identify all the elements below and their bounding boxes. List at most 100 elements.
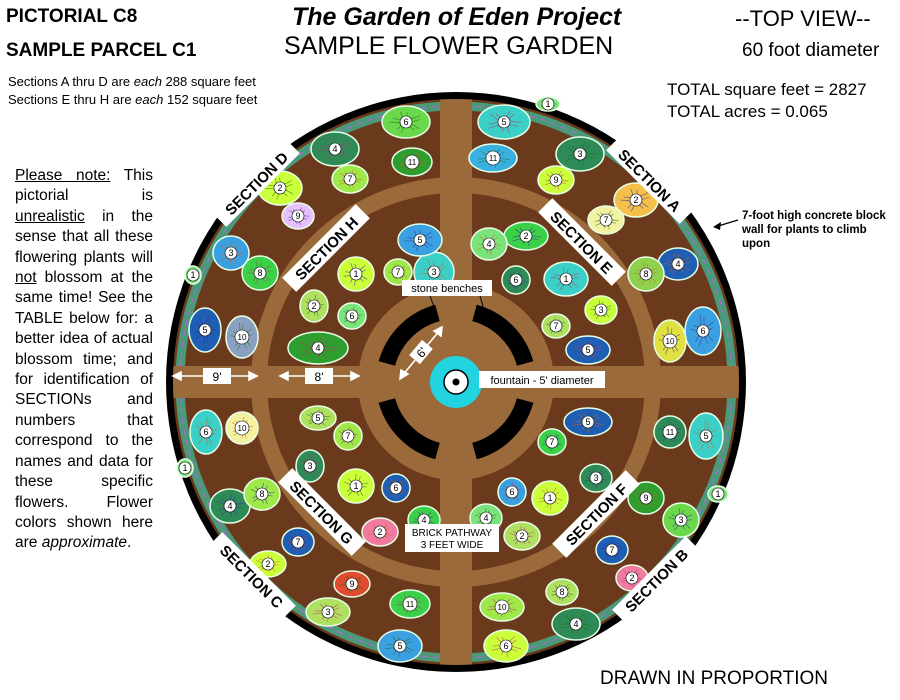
flower-patch-d6: 6: [381, 105, 431, 139]
flower-patch-a10: 10: [653, 319, 687, 363]
flower-badge-a1: [541, 97, 555, 111]
flower-patch-d8: 8: [241, 255, 279, 291]
flower-patch-d10: 10: [225, 315, 259, 359]
flower-badge-c1: [178, 461, 192, 475]
flower-patch-b6: 6: [483, 629, 529, 663]
flower-number-h5: 5: [417, 235, 422, 245]
flower-number-h4: 4: [315, 343, 320, 353]
flower-badge-b6: [499, 639, 513, 653]
dim-outer-arrow-left: [171, 370, 182, 382]
flower-patch-e1: 1: [543, 261, 589, 297]
flower-number-d9: 9: [295, 211, 300, 221]
flower-badge-d9: [291, 209, 305, 223]
dim-inner-arrow-left: [278, 370, 289, 382]
flower-badge-g1: [349, 479, 363, 493]
flower-patch-c1: 1: [176, 458, 194, 478]
benches-label: stone benches: [411, 283, 483, 295]
sections-eh-each: each: [135, 92, 164, 107]
flower-badge-d10: [234, 329, 250, 345]
flower-badge-a10: [662, 333, 678, 349]
flower-patch-b4: 4: [551, 607, 601, 641]
note-text-3: blossom at the same time! See the TABLE …: [15, 269, 153, 552]
flower-badge-h3: [427, 265, 441, 279]
parcel-label: SAMPLE PARCEL C1: [6, 40, 197, 61]
flower-number-c3: 3: [325, 607, 330, 617]
flower-badge-e2: [519, 229, 533, 243]
flower-patch-g3: 3: [295, 449, 325, 483]
flower-patch-f2: 2: [503, 521, 541, 551]
total-acres: TOTAL acres = 0.065: [667, 102, 828, 121]
flower-number-c11: 11: [406, 600, 415, 609]
flower-number-c1: 1: [182, 463, 187, 473]
flower-patch-h5: 5: [397, 223, 443, 257]
flower-patch-b11: 11: [653, 415, 687, 449]
flower-patch-f7: 7: [537, 428, 567, 456]
pathway-label-2: 3 FEET WIDE: [421, 540, 484, 551]
flower-badge-h4: [311, 341, 325, 355]
flower-badge-c7: [291, 535, 305, 549]
flower-number-f3: 3: [593, 473, 598, 483]
flower-patch-g7: 7: [333, 421, 363, 451]
flower-badge-e1: [559, 272, 573, 286]
flower-number-b9: 9: [643, 493, 648, 503]
flower-badge-h6: [345, 309, 359, 323]
flower-badge-b2: [625, 571, 639, 585]
note-unrealistic: unrealistic: [15, 207, 85, 225]
flower-badge-c3: [321, 605, 335, 619]
flower-patch-a11: 11: [468, 143, 518, 173]
flower-number-e1: 1: [563, 274, 568, 284]
flower-patch-e6: 6: [501, 265, 531, 295]
flower-badge-c10: [234, 420, 250, 436]
flower-number-d6: 6: [403, 117, 408, 127]
flower-patch-a5: 5: [477, 104, 531, 140]
flower-badge-f3: [589, 471, 603, 485]
flower-badge-g6: [389, 481, 403, 495]
flower-badge-a6: [696, 324, 710, 338]
flower-number-b5: 5: [703, 431, 708, 441]
flower-number-f2: 2: [519, 531, 524, 541]
flower-badge-g2: [373, 525, 387, 539]
flower-badge-c11: [402, 596, 418, 612]
flower-number-f1: 1: [547, 493, 552, 503]
flower-number-a11: 11: [489, 154, 498, 163]
flower-number-d10: 10: [238, 333, 247, 342]
flower-badge-g7: [341, 429, 355, 443]
flower-patch-f6: 6: [497, 477, 527, 507]
flower-number-f7: 7: [549, 437, 554, 447]
flower-patch-g2: 2: [361, 517, 399, 547]
flower-badge-a11: [485, 150, 501, 166]
flower-patch-g5: 5: [299, 405, 337, 431]
benches-pointer-left: [429, 295, 437, 313]
flower-number-a1: 1: [545, 99, 550, 109]
flower-number-a3: 3: [577, 149, 582, 159]
flower-number-g2: 2: [377, 527, 382, 537]
dim-bench-arrow-b: [432, 325, 443, 338]
flower-patch-a6: 6: [684, 306, 722, 356]
flower-number-d4: 4: [332, 144, 337, 154]
flower-number-f5: 5: [585, 417, 590, 427]
flower-badge-h1: [349, 267, 363, 281]
flower-patch-a3: 3: [555, 136, 605, 172]
sections-eh-prefix: Sections E thru H are: [8, 92, 136, 107]
flower-badge-d5: [198, 323, 212, 337]
flower-badge-e4: [482, 237, 496, 251]
flower-badge-a2: [629, 193, 643, 207]
flower-number-b8: 8: [559, 587, 564, 597]
sections-ad-each: each: [133, 74, 162, 89]
flower-patch-c11: 11: [389, 589, 431, 619]
stone-bench-nw: [378, 304, 441, 367]
flower-number-d3: 3: [228, 248, 233, 258]
flower-patch-c10: 10: [225, 411, 259, 445]
flower-number-e6: 6: [513, 275, 518, 285]
flower-badge-c6: [199, 425, 213, 439]
dim-outer-box: [203, 368, 231, 384]
flower-badge-e7: [549, 319, 563, 333]
flower-number-a8: 8: [643, 269, 648, 279]
flower-number-h7: 7: [395, 267, 400, 277]
flower-patch-a2: 2: [613, 182, 659, 218]
section-e-box: [538, 198, 626, 286]
flower-patch-b3: 3: [662, 502, 700, 538]
flower-number-a4: 4: [675, 259, 680, 269]
flower-number-g4: 4: [421, 515, 426, 525]
